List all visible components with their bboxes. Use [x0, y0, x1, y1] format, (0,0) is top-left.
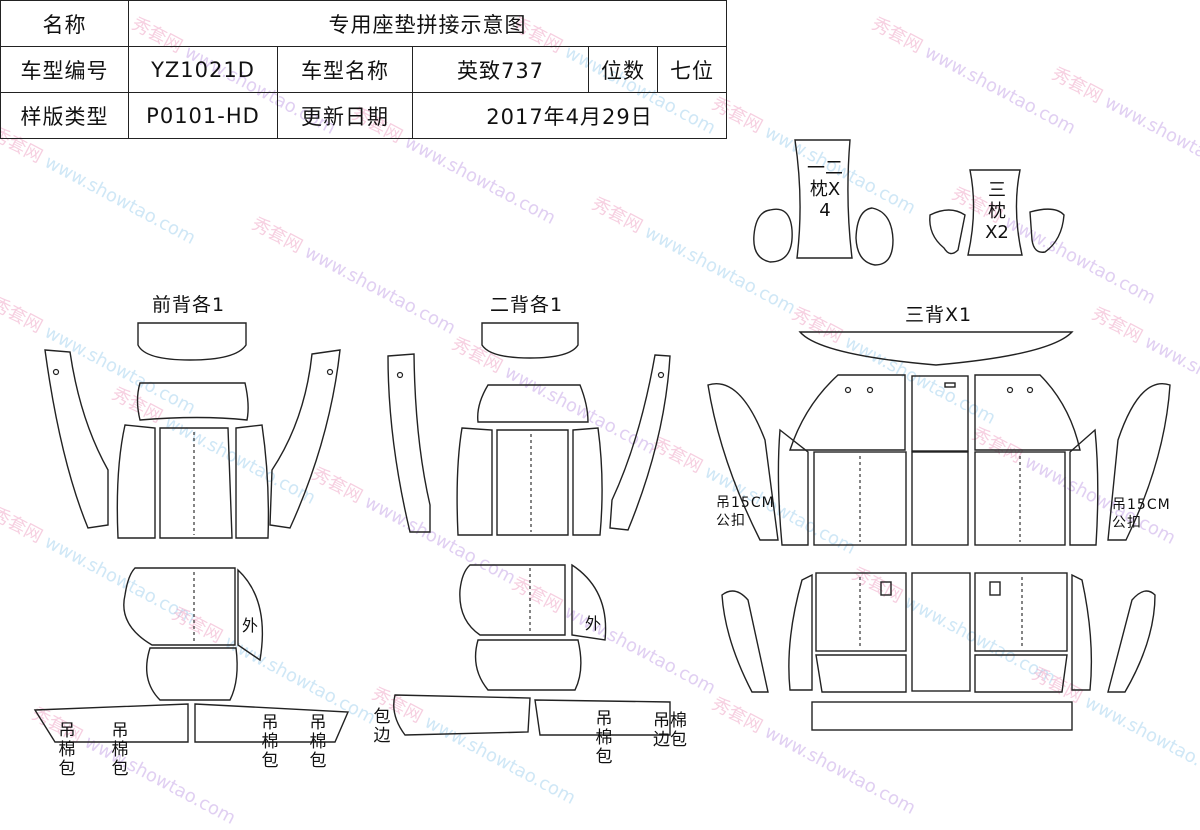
- third-cushion-front-left: [815, 654, 907, 693]
- third-upper-center: [911, 375, 969, 452]
- seats-value: 七位: [657, 46, 727, 93]
- front-back-pieces: [33, 322, 350, 743]
- model-no-label: 车型编号: [0, 46, 129, 93]
- third-cushion-far-right: [1107, 590, 1156, 693]
- pillow-3-center-piece: [967, 169, 1023, 256]
- front-skirt-note-3: 吊棉包: [261, 713, 279, 771]
- third-cushion-left-slot: [880, 581, 892, 596]
- front-back-label: 前背各1: [152, 294, 226, 316]
- third-cushion-far-left: [721, 590, 769, 693]
- third-cushion-left-side: [788, 573, 813, 691]
- second-headrest-top: [481, 322, 579, 359]
- pillow-12-pieces: [753, 139, 894, 266]
- pattern-drawing: [33, 139, 1171, 743]
- pillow-3-right-side: [1029, 208, 1065, 253]
- front-headrest-top: [137, 322, 247, 361]
- second-skirt-right: [534, 699, 671, 736]
- front-skirt-right: [194, 703, 350, 743]
- front-left-wing-hole: [52, 368, 60, 376]
- front-skirt-left: [33, 703, 189, 743]
- pillow-12-right-side: [855, 207, 894, 266]
- second-cushion-outer: [571, 563, 607, 641]
- second-left-wing: [387, 353, 431, 533]
- name-label: 名称: [0, 0, 129, 47]
- third-center-panel: [911, 451, 969, 546]
- second-skirt-note-hang-cotton: 吊棉包: [595, 709, 613, 767]
- front-right-wing: [269, 349, 341, 529]
- front-skirt-note-2: 吊棉包: [111, 721, 129, 779]
- second-right-wing-hole: [657, 371, 665, 379]
- third-left-panel: [813, 451, 907, 546]
- second-cushion-front: [474, 639, 582, 691]
- third-right-bolster: [1069, 428, 1099, 546]
- second-left-wing-hole: [396, 371, 404, 379]
- template-type-label: 样版类型: [0, 92, 129, 139]
- second-right-bolster: [572, 427, 603, 536]
- front-right-wing-hole: [326, 368, 334, 376]
- front-left-wing: [44, 349, 109, 529]
- front-skirt-note-1: 吊棉包: [58, 721, 76, 779]
- third-right-hang-note: 吊15CM: [1112, 497, 1171, 513]
- model-name-value: 英致737: [412, 46, 589, 93]
- third-headrest-top: [798, 331, 1074, 366]
- second-right-wing: [609, 354, 671, 531]
- update-date-label: 更新日期: [277, 92, 413, 139]
- third-upper-center-slot: [944, 382, 956, 388]
- third-left-hang-note: 吊15CM: [716, 495, 775, 511]
- second-outer-note: 外: [585, 614, 603, 633]
- third-cushion-left-panel: [815, 572, 907, 652]
- pillow-12-label: 一二枕X4: [807, 158, 843, 221]
- pillow-3-left-side: [929, 209, 966, 255]
- third-back-label: 三背X1: [905, 304, 973, 326]
- info-table: 名称 专用座垫拼接示意图 车型编号 YZ1021D 车型名称 英致737 位数 …: [0, 0, 727, 139]
- pillow-3-pieces: [929, 169, 1065, 256]
- third-right-snap-note: 公扣: [1112, 515, 1142, 531]
- front-outer-note: 外: [242, 616, 260, 635]
- update-date-value: 2017年4月29日: [412, 92, 727, 139]
- third-left-wing: [707, 383, 779, 541]
- front-left-bolster: [116, 424, 156, 539]
- third-cushion-front-right: [974, 654, 1068, 693]
- third-upper-left: [789, 374, 906, 451]
- third-cushion-right-side: [1071, 573, 1093, 691]
- second-skirt-note-wrap-edge: 包边: [373, 707, 391, 746]
- second-upper-back: [477, 384, 589, 423]
- second-left-bolster: [456, 427, 493, 536]
- third-left-bolster: [777, 428, 809, 546]
- name-value: 专用座垫拼接示意图: [128, 0, 727, 47]
- front-cushion-front: [146, 647, 238, 701]
- third-upper-right: [974, 374, 1081, 451]
- template-type-value: P0101-HD: [128, 92, 278, 139]
- second-center-panel: [496, 429, 569, 536]
- third-right-wing: [1107, 383, 1171, 541]
- front-upper-back: [136, 382, 249, 421]
- front-center-panel: [159, 427, 233, 539]
- third-cushion-right-panel: [974, 572, 1068, 652]
- third-cushion-center-panel: [911, 572, 971, 692]
- pillow-3-label: 三枕X2: [985, 180, 1009, 243]
- third-back-pieces: [707, 331, 1171, 731]
- second-back-pieces: [387, 322, 671, 736]
- pillow-12-center-piece: [794, 139, 853, 259]
- front-cushion-center: [123, 567, 236, 646]
- front-cushion-outer: [237, 568, 264, 662]
- second-back-label: 二背各1: [490, 294, 564, 316]
- third-right-panel: [974, 451, 1066, 546]
- third-cushion-right-slot: [989, 581, 1001, 596]
- front-right-bolster: [235, 424, 270, 539]
- second-skirt-left: [393, 694, 531, 736]
- second-cushion-center: [459, 564, 566, 636]
- pillow-12-left-side: [753, 208, 793, 263]
- third-left-snap-note: 公扣: [716, 513, 746, 529]
- second-skirt-note-hang-edge: 吊棉边包: [653, 711, 687, 750]
- front-skirt-note-4: 吊棉包: [309, 713, 327, 771]
- third-skirt: [811, 701, 1073, 731]
